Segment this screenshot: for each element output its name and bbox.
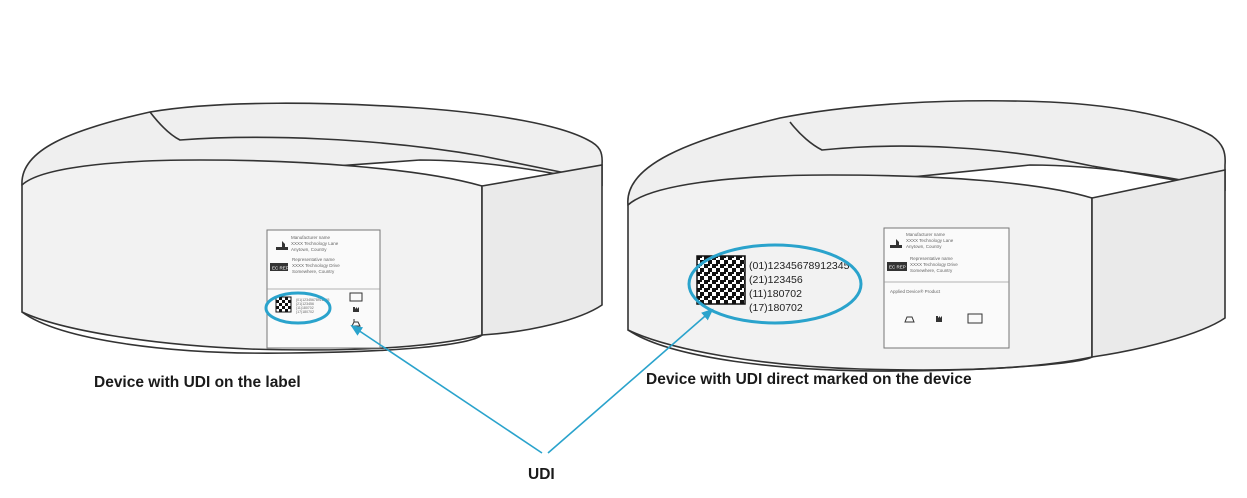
left-label-udi-text: (01)12345678912345 (21)123456 (11)180702… <box>296 298 330 314</box>
manufacture-date-icon <box>353 307 359 312</box>
direct-marked-udi: (01)12345678912345 (21)123456 (11)180702… <box>696 255 852 314</box>
right-ec-rep-badge-text: EC REP <box>889 265 906 270</box>
right-label-representative: Representative name XXXX Technology Driv… <box>910 256 959 273</box>
left-udi-highlight <box>264 291 332 325</box>
factory-icon <box>276 241 288 250</box>
left-device-bottom-edge <box>21 311 483 354</box>
right-ec-rep-badge <box>887 262 907 271</box>
left-device-seam <box>149 111 601 181</box>
right-device-seam <box>789 121 1223 189</box>
ec-rep-badge-text: EC REP <box>272 266 289 271</box>
right-device-side <box>1091 169 1226 358</box>
right-expiry-icon <box>904 316 915 323</box>
right-instructions-icon <box>967 313 983 324</box>
right-factory-icon <box>890 239 902 248</box>
left-label-datamatrix <box>275 296 292 313</box>
right-label-panel <box>883 227 1010 349</box>
right-udi-highlight <box>687 243 863 325</box>
ec-rep-badge <box>270 263 288 271</box>
left-device-label: Manufacturer name XXXX Technology Lane A… <box>266 229 381 349</box>
right-device-bottom-edge <box>627 329 1093 372</box>
right-label-product-name: Applied Device® Product <box>890 288 941 294</box>
caption-left: Device with UDI on the label <box>94 374 301 391</box>
left-device-side <box>481 164 603 336</box>
caption-udi: UDI <box>528 466 555 483</box>
left-label-manufacturer: Manufacturer name XXXX Technology Lane A… <box>291 235 339 252</box>
direct-udi-text: (01)12345678912345 (21)123456 (11)180702… <box>749 260 852 314</box>
instructions-icon <box>349 292 363 302</box>
right-label-manufacturer: Manufacturer name XXXX Technology Lane A… <box>906 232 954 249</box>
caption-right: Device with UDI direct marked on the dev… <box>646 371 972 388</box>
pointer-line-left <box>350 324 543 454</box>
left-label-representative: Representative name XXXX Technology Driv… <box>292 257 341 274</box>
left-device-front <box>21 159 483 351</box>
right-manufacture-date-icon <box>936 316 942 322</box>
pointer-line-right <box>547 308 714 454</box>
right-device-label: Manufacturer name XXXX Technology Lane A… <box>883 227 1010 349</box>
direct-datamatrix <box>696 255 746 305</box>
